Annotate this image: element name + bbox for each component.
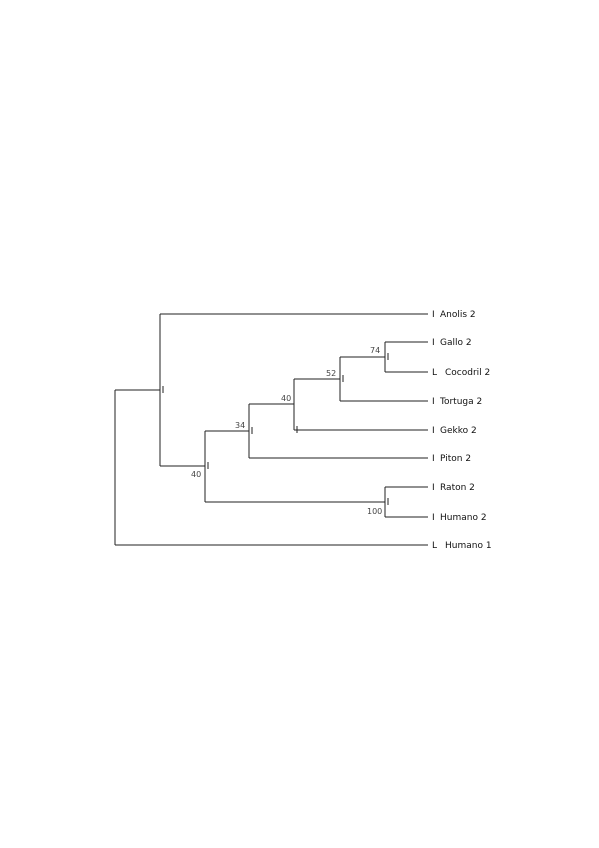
tip-marker: I <box>432 397 435 407</box>
tip-marker: I <box>432 513 435 523</box>
tip-marker: L <box>432 368 437 378</box>
tip-marker: I <box>432 454 435 464</box>
tip-marker: L <box>432 541 437 551</box>
support-value-node-f: 74 <box>370 346 380 355</box>
support-value-node-g: 100 <box>367 507 382 516</box>
support-value-node-e: 52 <box>326 369 336 378</box>
tip-marker: I <box>432 310 435 320</box>
taxon-label: Cocodril 2 <box>445 368 490 378</box>
support-value-node-d: 40 <box>281 394 291 403</box>
taxon-label: Humano 1 <box>445 541 492 551</box>
tip-marker: I <box>432 426 435 436</box>
taxon-label: Humano 2 <box>440 513 487 523</box>
tree-branches <box>114 313 428 546</box>
taxon-label: Tortuga 2 <box>439 397 482 407</box>
tip-marker: I <box>432 483 435 493</box>
tip-marker: I <box>432 338 435 348</box>
taxon-label: Anolis 2 <box>440 310 476 320</box>
taxon-label: Raton 2 <box>440 483 475 493</box>
support-value-node-b: 40 <box>191 470 201 479</box>
support-values: 74 52 40 34 40 100 <box>191 346 382 516</box>
node-markers <box>162 353 389 505</box>
tip-labels: I Anolis 2 I Gallo 2 L Cocodril 2 I Tort… <box>432 310 492 551</box>
taxon-label: Gekko 2 <box>440 426 477 436</box>
support-value-node-c: 34 <box>235 421 245 430</box>
taxon-label: Piton 2 <box>440 454 471 464</box>
taxon-label: Gallo 2 <box>440 338 472 348</box>
